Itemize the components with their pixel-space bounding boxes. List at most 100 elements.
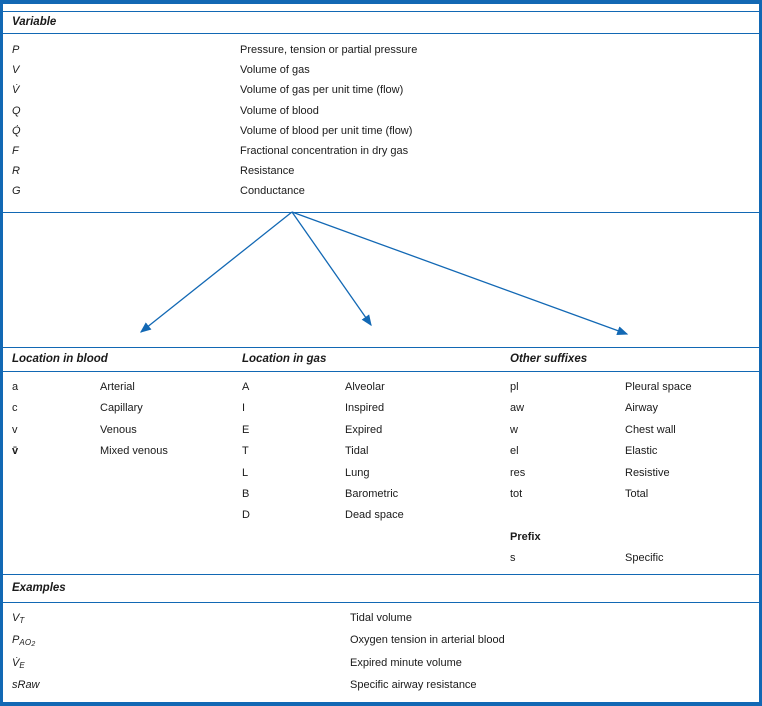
symbol-base: V̇ <box>12 656 20 669</box>
symbol: V̇ <box>12 84 20 97</box>
symbol: Q <box>12 104 21 117</box>
table-row: el Elastic <box>3 441 759 462</box>
description: Fractional concentration in dry gas <box>240 144 409 157</box>
description: Inspired <box>345 402 385 415</box>
examples-section-title: Examples <box>12 582 66 594</box>
arrow-to-blood-table <box>139 211 293 333</box>
table-row: E Expired <box>3 420 759 441</box>
description: Tidal volume <box>350 612 412 624</box>
symbol: P <box>12 44 20 56</box>
description: Resistance <box>240 165 295 178</box>
symbol-base: sRaw <box>12 678 40 691</box>
symbol: R <box>12 165 20 178</box>
description: Dead space <box>345 509 404 522</box>
symbol: el <box>510 445 519 458</box>
suffix-section-title: Other suffixes <box>510 353 588 365</box>
table-row: A Alveolar <box>3 377 759 398</box>
symbol: s <box>510 552 516 565</box>
table-row: tot Total <box>3 484 759 505</box>
description: Barometric <box>345 487 399 500</box>
gas-section-title: Location in gas <box>242 353 327 365</box>
symbol-subscript: AO <box>19 638 32 648</box>
symbol: F <box>12 144 19 157</box>
table-row: L Lung <box>3 463 759 484</box>
prefix-label: Prefix <box>510 530 541 543</box>
symbol-subscript: T <box>19 616 25 625</box>
description: Oxygen tension in arterial blood <box>350 634 505 647</box>
description: Pleural space <box>625 381 692 393</box>
variable-table: P Pressure, tension or partial pressure … <box>3 40 759 202</box>
symbol: A <box>242 381 250 393</box>
description: Total <box>625 487 649 500</box>
symbol-base: V <box>12 612 20 624</box>
symbol-subscript: E <box>19 660 25 670</box>
rule-below-variable-table <box>3 212 759 213</box>
symbol-base: P <box>12 634 20 647</box>
variable-section-title: Variable <box>12 16 57 28</box>
symbol-subscript-2: 2 <box>31 641 36 649</box>
table-row: Q̇ Volume of blood per unit time (flow) <box>3 121 759 141</box>
description: Volume of blood <box>240 104 319 117</box>
table-row: T Tidal <box>3 441 759 462</box>
table-row: D Dead space <box>3 505 759 526</box>
symbol: pl <box>510 381 519 393</box>
table-row: PAO2 Oxygen tension in arterial blood <box>3 629 759 651</box>
table-row: F Fractional concentration in dry gas <box>3 141 759 161</box>
table-row: I Inspired <box>3 398 759 419</box>
description: Resistive <box>625 466 670 479</box>
table-row: sRaw Specific airway resistance <box>3 674 759 696</box>
table-row: c Capillary <box>3 398 759 419</box>
table-row: pl Pleural space <box>3 377 759 398</box>
description: Mixed venous <box>100 445 168 458</box>
symbol: I <box>242 402 246 415</box>
symbol: tot <box>510 487 523 500</box>
rule-below-examples-title <box>3 602 759 603</box>
description: Alveolar <box>345 381 385 393</box>
symbol: Q̇ <box>12 124 21 137</box>
description: Volume of gas <box>240 64 310 77</box>
spacer-row <box>3 505 759 526</box>
symbol: a <box>12 381 19 393</box>
prefix-header-row: Prefix <box>3 527 759 548</box>
symbol: c <box>12 402 18 415</box>
description: Specific airway resistance <box>350 678 477 691</box>
table-row: B Barometric <box>3 484 759 505</box>
symbol: D <box>242 509 250 522</box>
rule-below-columns <box>3 574 759 575</box>
examples-table: VT Tidal volume PAO2 Oxygen tension in a… <box>3 607 759 696</box>
table-row: V̇ Volume of gas per unit time (flow) <box>3 80 759 100</box>
table-row: V Volume of gas <box>3 60 759 80</box>
rule-above-variable <box>3 11 759 12</box>
table-row: aw Airway <box>3 398 759 419</box>
description: Conductance <box>240 185 305 198</box>
description: Specific <box>625 552 664 565</box>
rule-above-column-headers <box>3 347 759 348</box>
description: Volume of blood per unit time (flow) <box>240 124 413 137</box>
description: Arterial <box>100 381 135 393</box>
symbol: v <box>12 423 18 436</box>
symbol: VT <box>12 607 24 634</box>
table-row: R Resistance <box>3 161 759 181</box>
table-row: Q Volume of blood <box>3 101 759 121</box>
table-row: w Chest wall <box>3 420 759 441</box>
description: Expired minute volume <box>350 656 462 669</box>
description: Lung <box>345 466 370 479</box>
description: Expired <box>345 423 383 436</box>
description: Venous <box>100 423 137 436</box>
symbol: sRaw <box>12 674 40 701</box>
table-row: res Resistive <box>3 463 759 484</box>
blood-table: a Arterial c Capillary v Venous v̄ Mixed… <box>3 377 759 463</box>
symbol: L <box>242 466 249 479</box>
blood-section-title: Location in blood <box>12 353 108 365</box>
description: Tidal <box>345 445 369 458</box>
table-row: v̄ Mixed venous <box>3 441 759 462</box>
table-row: a Arterial <box>3 377 759 398</box>
rule-below-variable-title <box>3 33 759 34</box>
table-row: G Conductance <box>3 181 759 201</box>
symbol: B <box>242 487 250 500</box>
symbol: G <box>12 185 21 198</box>
description: Capillary <box>100 402 143 415</box>
description: Airway <box>625 402 659 415</box>
symbol: V <box>12 64 20 77</box>
